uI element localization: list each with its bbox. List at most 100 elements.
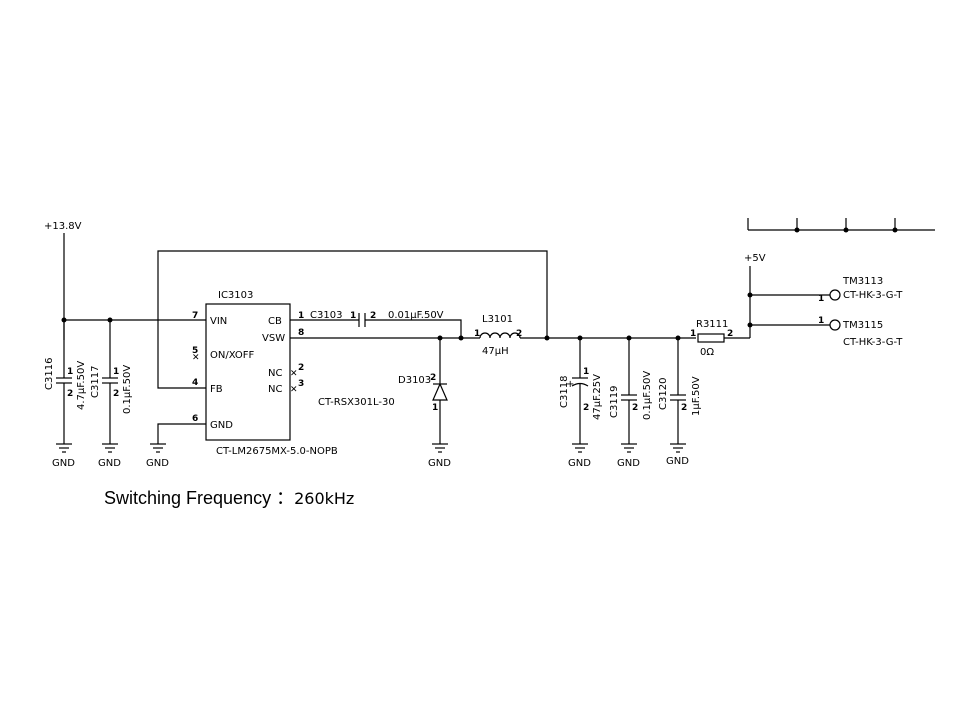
output-bus xyxy=(747,218,935,233)
svg-text:GND: GND xyxy=(428,458,451,469)
capacitor-c3120: 2 C3120 1μF.50V xyxy=(658,338,702,444)
inductor-l3101: L3101 1 2 47μH xyxy=(474,314,522,357)
svg-text:2: 2 xyxy=(681,403,687,413)
output-rail xyxy=(520,335,696,341)
caption-value: 260kHz xyxy=(294,489,355,508)
tm3113-part: CT-HK-3-G-T xyxy=(843,290,903,301)
input-rail-label: +13.8V xyxy=(44,221,82,232)
svg-text:2: 2 xyxy=(516,329,522,339)
svg-text:1: 1 xyxy=(583,367,589,377)
svg-text:GND: GND xyxy=(666,456,689,467)
c3116-value: 4.7μF.50V xyxy=(76,361,87,410)
svg-text:GND: GND xyxy=(98,458,121,469)
ic-gnd-wire xyxy=(157,423,206,444)
svg-text:GND: GND xyxy=(617,458,640,469)
svg-text:6: 6 xyxy=(192,414,198,424)
switching-frequency-caption: Switching Frequency ：260kHz xyxy=(104,484,354,510)
capacitor-c3119: 2 C3119 0.1μF.50V xyxy=(609,338,653,444)
pin-on-xoff: ON/XOFF xyxy=(210,350,255,361)
svg-text:GND: GND xyxy=(568,458,591,469)
capacitor-c3117: 1 2 C3117 0.1μF.50V xyxy=(90,320,133,444)
d3103-part: CT-RSX301L-30 xyxy=(318,397,395,408)
r3111-ref: R3111 xyxy=(696,319,728,330)
svg-text:2: 2 xyxy=(113,389,119,399)
svg-text:2: 2 xyxy=(583,403,589,413)
pin-nc: NC xyxy=(268,368,282,379)
no-connect-icon: ✕ xyxy=(290,385,298,395)
gnd-symbol: GND xyxy=(568,443,591,469)
l3101-value: 47μH xyxy=(482,346,509,357)
c3118-ref: C3118 xyxy=(559,376,570,408)
c3117-ref: C3117 xyxy=(90,366,101,398)
ic-part: CT-LM2675MX-5.0-NOPB xyxy=(216,446,338,457)
svg-text:4: 4 xyxy=(192,378,198,388)
c3116-ref: C3116 xyxy=(44,358,55,390)
feedback-wire xyxy=(157,250,548,389)
d3103-ref: D3103 xyxy=(398,375,431,386)
gnd-symbol: GND xyxy=(666,443,689,467)
svg-text:3: 3 xyxy=(298,379,304,389)
no-connect-icon: ✕ xyxy=(290,369,298,379)
output-rail-label: +5V xyxy=(744,253,766,264)
tm3113-ref: TM3113 xyxy=(842,276,883,287)
gnd-symbol: GND xyxy=(428,443,451,469)
capacitor-c3103: C3103 1 2 0.01μF.50V xyxy=(290,310,462,338)
ic-ref: IC3103 xyxy=(218,290,253,301)
ic-ic3103: IC3103 CT-LM2675MX-5.0-NOPB 7 VIN 5 ✕ ON… xyxy=(192,290,338,457)
svg-text:1: 1 xyxy=(432,403,438,413)
c3120-value: 1μF.50V xyxy=(691,376,702,416)
c3119-ref: C3119 xyxy=(609,386,620,418)
svg-text:1: 1 xyxy=(298,311,304,321)
caption-label: Switching Frequency ： xyxy=(104,488,295,508)
testpoint-tm3113: 1 TM3113 CT-HK-3-G-T xyxy=(818,276,903,304)
svg-text:GND: GND xyxy=(52,458,75,469)
testpoint-tm3115: 1 TM3115 CT-HK-3-G-T xyxy=(818,316,903,348)
svg-text:5: 5 xyxy=(192,346,198,356)
input-rail: +13.8V xyxy=(44,221,206,340)
svg-text:1: 1 xyxy=(350,311,356,321)
svg-text:2: 2 xyxy=(727,329,733,339)
svg-text:2: 2 xyxy=(370,311,376,321)
r3111-value: 0Ω xyxy=(700,347,714,358)
resistor-r3111: R3111 1 2 0Ω xyxy=(690,319,750,358)
diode-d3103: 2 1 D3103 CT-RSX301L-30 xyxy=(318,338,448,444)
pin-fb: FB xyxy=(210,384,223,395)
gnd-symbol: GND xyxy=(52,443,75,469)
vsw-wire xyxy=(290,335,480,341)
tm3115-ref: TM3115 xyxy=(842,320,883,331)
svg-text:1: 1 xyxy=(113,367,119,377)
c3103-ref: C3103 xyxy=(310,310,342,321)
pin-vin: VIN xyxy=(210,316,227,327)
svg-text:7: 7 xyxy=(192,311,198,321)
c3103-value: 0.01μF.50V xyxy=(388,310,444,321)
svg-text:1: 1 xyxy=(67,367,73,377)
svg-text:GND: GND xyxy=(146,458,169,469)
svg-text:1: 1 xyxy=(818,294,824,304)
capacitor-c3116: 1 2 C3116 4.7μF.50V xyxy=(44,320,87,444)
no-connect-icon: ✕ xyxy=(192,353,200,363)
svg-text:2: 2 xyxy=(67,389,73,399)
pin-gnd: GND xyxy=(210,420,233,431)
capacitor-c3118: + 1 2 C3118 47μF.25V xyxy=(559,338,603,444)
svg-text:2: 2 xyxy=(430,373,436,383)
l3101-ref: L3101 xyxy=(482,314,513,325)
pin-cb: CB xyxy=(268,316,282,327)
c3118-value: 47μF.25V xyxy=(592,374,603,420)
c3117-value: 0.1μF.50V xyxy=(122,365,133,414)
plus-icon: + xyxy=(566,379,574,390)
gnd-symbol: GND xyxy=(98,443,121,469)
gnd-symbol: GND xyxy=(146,443,169,469)
c3120-ref: C3120 xyxy=(658,378,669,410)
tm3115-part: CT-HK-3-G-T xyxy=(843,337,903,348)
svg-text:2: 2 xyxy=(632,403,638,413)
c3119-value: 0.1μF.50V xyxy=(642,371,653,420)
gnd-symbol: GND xyxy=(617,443,640,469)
svg-text:1: 1 xyxy=(690,329,696,339)
svg-text:1: 1 xyxy=(474,329,480,339)
svg-text:8: 8 xyxy=(298,328,304,338)
svg-text:2: 2 xyxy=(298,363,304,373)
pin-nc: NC xyxy=(268,384,282,395)
pin-vsw: VSW xyxy=(262,333,285,344)
output-5v-rail: +5V xyxy=(744,253,830,338)
